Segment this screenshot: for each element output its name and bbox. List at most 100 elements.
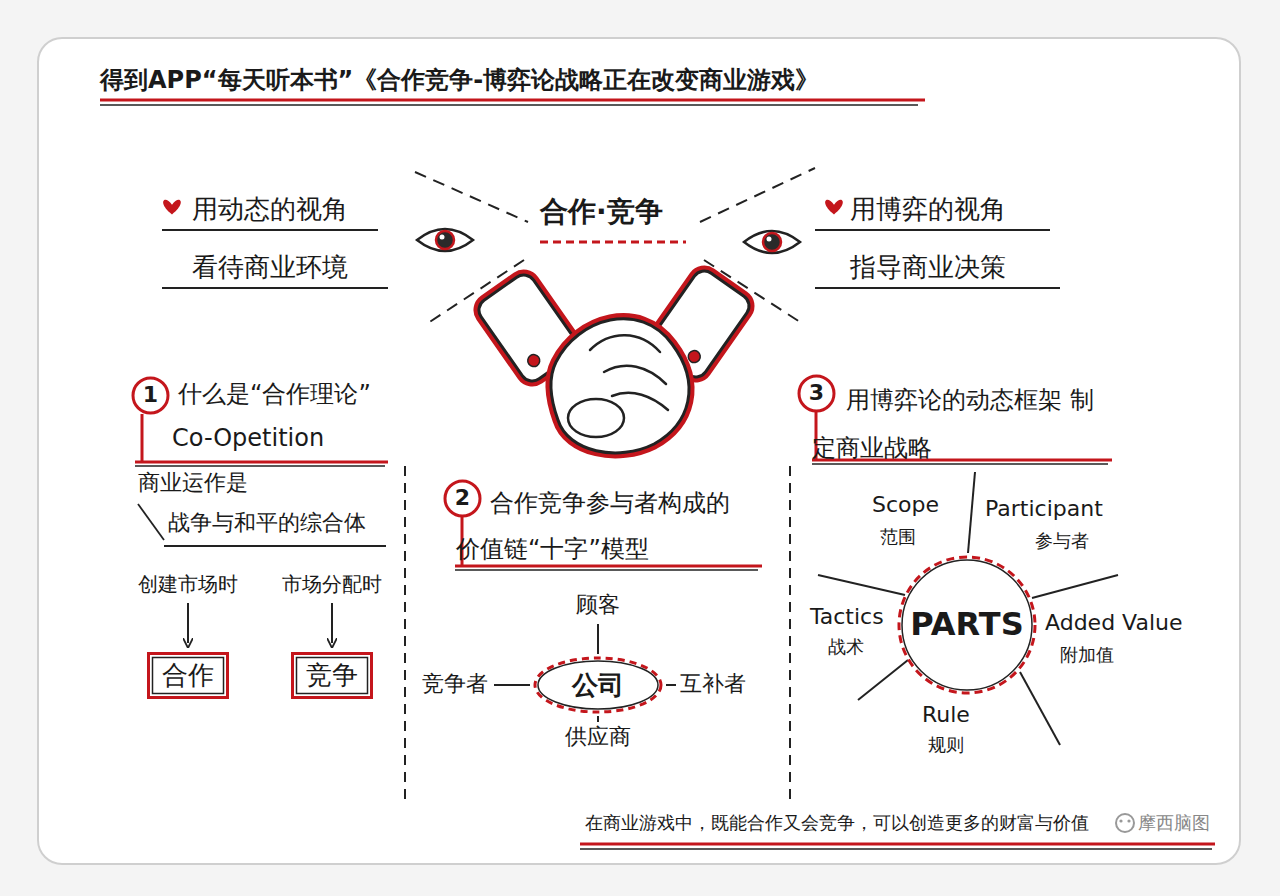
box-outline [153,658,224,694]
caption-underline [580,844,1215,849]
center-dashed-underline [540,242,686,243]
parts-spokes [858,660,908,700]
box-outline [293,654,372,698]
section-underlines [135,465,385,467]
stage-label: 创建市场时 [138,572,238,596]
role-label: 互补者 [680,671,746,697]
parts-term: Rule [922,702,970,728]
circle-outline [445,481,480,516]
node-text: 合作 [162,661,214,690]
title-underline [100,99,925,102]
watermark-icon [1116,814,1134,832]
parts-spokes [818,575,905,595]
parts-spokes [1020,672,1060,745]
cross-model-lines [597,624,599,654]
dashed-x-lines [415,172,528,222]
down-arrows [188,603,332,643]
section-heading: 合作竞争参与者构成的 价值链“十字”模型 [456,480,756,572]
page-title: 得到APP“每天听本书”《合作竞争-博弈论战略正在改变商业游戏》 [100,66,819,95]
watermark-icon [1116,814,1134,832]
viewpoint-note: 用博弈的视角 指导商业决策 [850,180,1020,296]
parts-term: Participant [985,496,1103,522]
viewpoint-note: 用动态的视角 看待商业环境 [192,180,362,296]
parts-term-cn: 规则 [928,734,964,756]
ellipse-outline [535,658,661,712]
heart-icon [825,200,843,215]
section-underlines [455,569,758,571]
circle-outline [899,557,1035,693]
role-label: 顾客 [576,592,620,618]
parts-term-cn: 附加值 [1060,644,1114,666]
eye-icon [744,231,800,253]
callout-number: 2 [443,479,482,518]
caption-underline [580,843,1215,846]
watermark-icon [1119,819,1122,822]
circle-outline [902,560,1032,690]
section-underlines [455,565,762,568]
parts-term-cn: 参与者 [1035,530,1089,552]
box-outline [297,658,368,694]
parts-term: Scope [872,492,939,518]
down-arrows [331,603,333,643]
cross-model-lines [494,684,530,686]
watermark-icon [1127,819,1130,822]
heart-icon [163,200,181,215]
role-label: 竞争者 [422,671,488,697]
cross-model-lines [494,624,676,722]
eye-icon [436,231,454,249]
eye-icon [440,235,445,240]
top-underlines [162,287,388,289]
top-underlines [162,229,378,231]
section-separators [404,466,406,800]
circle-outline [799,376,834,411]
section-subheading: Co-Opetition [172,424,324,453]
node-text: 2 [455,486,470,510]
callout-number: 1 [131,376,170,415]
eye-icon [417,229,473,251]
cross-model-lines [597,716,599,722]
parts-spokes [1032,575,1118,598]
caption-text: 在商业游戏中，既能合作又会竞争，可以创造更多的财富与价值 [585,812,1089,834]
eye-icon [763,233,781,251]
node-text: 竞争 [306,661,358,690]
dashed-x-lines [415,168,815,325]
page-card [38,38,1240,864]
dashed-x-lines [700,168,815,222]
section-heading: 什么是“合作理论” [178,380,371,409]
callout-number: 3 [797,374,836,413]
handshake-illustration [551,319,689,453]
down-arrows [187,603,189,643]
role-label: 供应商 [565,724,631,750]
eye-icon [417,229,473,251]
section-underlines [812,463,1108,465]
handshake-illustration [590,335,660,352]
box-outline [149,654,228,698]
section-separators [405,466,790,800]
center-heading: 合作·竞争 [540,195,663,229]
handshake-illustration [551,319,689,453]
circle-outline [133,378,168,413]
heart-icon [825,200,843,215]
stance-box: 竞争 [291,652,373,699]
handshake-illustration [525,352,542,369]
parts-term: Tactics [810,604,884,630]
stage-label: 市场分配时 [282,572,382,596]
page-card [38,38,1240,864]
parts-circle: PARTS [897,555,1037,695]
bracket-lines [138,504,386,546]
handshake-illustration [568,399,624,437]
section-underlines [135,461,388,464]
heart-icon [163,200,181,215]
title-underline [100,104,918,106]
top-underlines [815,229,1050,231]
node-text: 3 [809,381,824,405]
center-dashed-underline [540,241,686,244]
bracket-lines [138,504,164,540]
handshake-illustration [604,366,666,384]
ellipse-outline [538,661,658,709]
node-text: PARTS [910,607,1023,642]
node-text: 1 [143,383,158,407]
section-separators [789,466,791,800]
parts-term-cn: 战术 [828,636,864,658]
